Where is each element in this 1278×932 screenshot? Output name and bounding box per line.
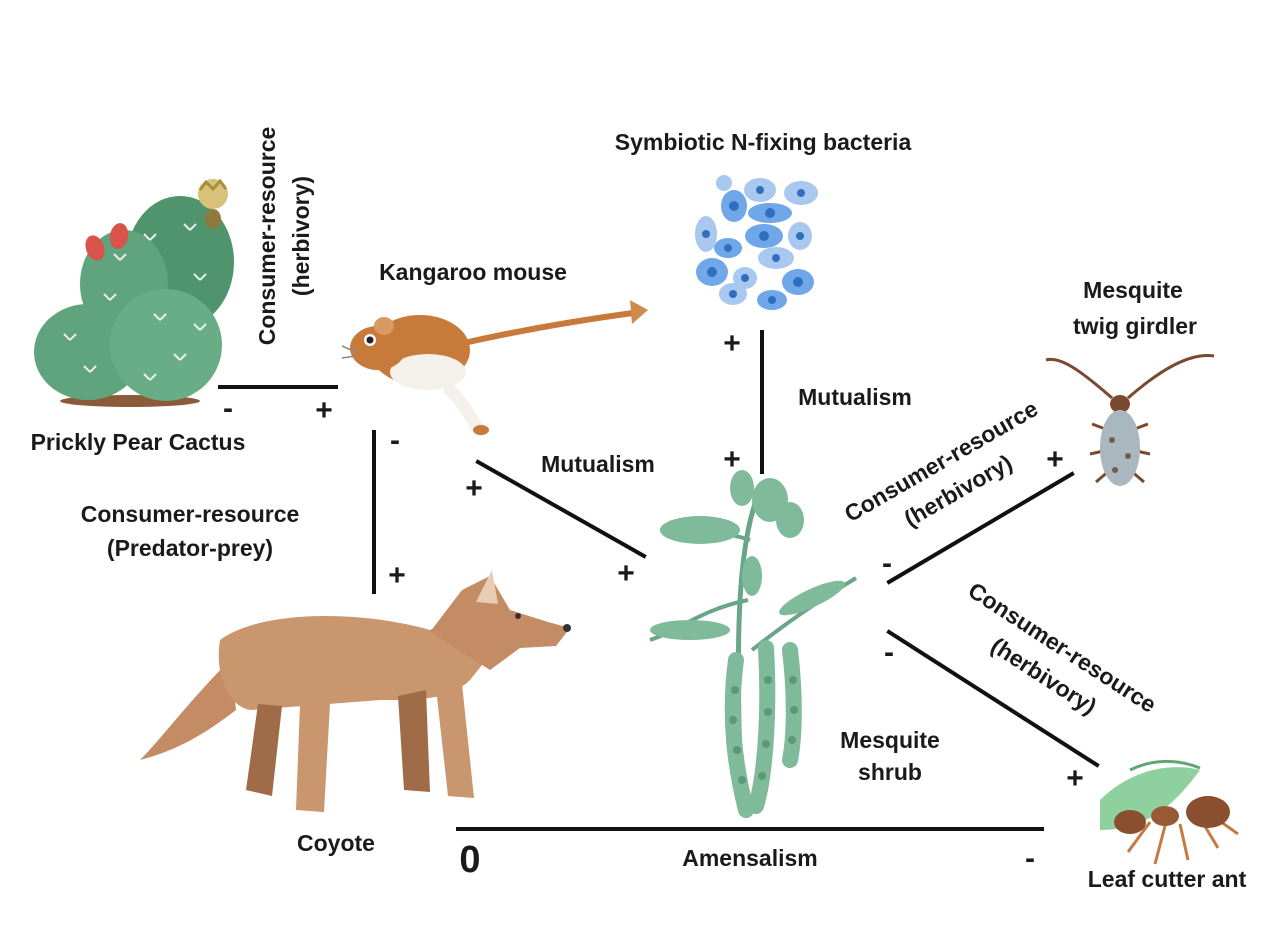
- label-bacteria: Symbiotic N-fixing bacteria: [615, 129, 912, 155]
- sign-mouse-from-coyote: -: [390, 424, 400, 457]
- interaction-label-mouse-shrub: Mutualism: [541, 451, 655, 477]
- label-shrub-line2: shrub: [858, 759, 922, 785]
- edge-shrub-ant: [886, 629, 1100, 768]
- interaction-label-shrub-ant: Consumer-resource (herbivory): [964, 577, 1161, 720]
- mesquite-shrub-illustration: [649, 470, 858, 818]
- kangaroo-mouse-illustration: [341, 300, 648, 436]
- sign-mouse-from-cactus: +: [315, 394, 333, 427]
- sign-mouse-mutualism: +: [465, 472, 483, 505]
- twig-girdler-beetle-illustration: [1045, 353, 1215, 486]
- interaction-label-mouse-coyote-line2: (Predator-prey): [107, 535, 273, 561]
- interaction-label-cactus-mouse-line2: (herbivory): [288, 176, 314, 296]
- interaction-label-cactus-mouse-line1: Consumer-resource: [254, 127, 280, 346]
- sign-shrub-from-bacteria: +: [723, 443, 741, 476]
- n-fixing-bacteria-illustration: [695, 175, 818, 310]
- sign-cactus: -: [223, 392, 233, 425]
- coyote-illustration: [140, 570, 571, 812]
- leaf-cutter-ant-illustration: [1100, 759, 1239, 865]
- sign-bacteria: +: [723, 327, 741, 360]
- sign-coyote-amensalism: 0: [459, 839, 480, 881]
- interaction-label-coyote-ant: Amensalism: [682, 845, 818, 871]
- interaction-label-shrub-girdler: Consumer-resource (herbivory): [840, 395, 1042, 532]
- label-ant: Leaf cutter ant: [1088, 866, 1247, 892]
- label-shrub-line1: Mesquite: [840, 727, 940, 753]
- label-mouse: Kangaroo mouse: [379, 259, 567, 285]
- sign-ant-amensalism: -: [1025, 842, 1035, 875]
- edge-shrub-girdler: [886, 471, 1075, 585]
- prickly-pear-cactus-illustration: [34, 178, 234, 407]
- label-girdler-line1: Mesquite: [1083, 277, 1183, 303]
- sign-ant: +: [1066, 762, 1084, 795]
- label-girdler-line2: twig girdler: [1073, 313, 1197, 339]
- sign-shrub-from-mouse: +: [617, 557, 635, 590]
- label-coyote: Coyote: [297, 830, 375, 856]
- sign-shrub-from-ant: -: [884, 636, 894, 669]
- interaction-label-mouse-coyote-line1: Consumer-resource: [81, 501, 300, 527]
- interaction-label-bacteria-shrub: Mutualism: [798, 384, 912, 410]
- sign-coyote: +: [388, 559, 406, 592]
- label-cactus: Prickly Pear Cactus: [31, 429, 246, 455]
- edge-mouse-shrub: [475, 459, 647, 559]
- interaction-label-cactus-mouse: Consumer-resource (herbivory): [254, 127, 314, 346]
- sign-girdler: +: [1046, 443, 1064, 476]
- sign-shrub-from-girdler: -: [882, 547, 892, 580]
